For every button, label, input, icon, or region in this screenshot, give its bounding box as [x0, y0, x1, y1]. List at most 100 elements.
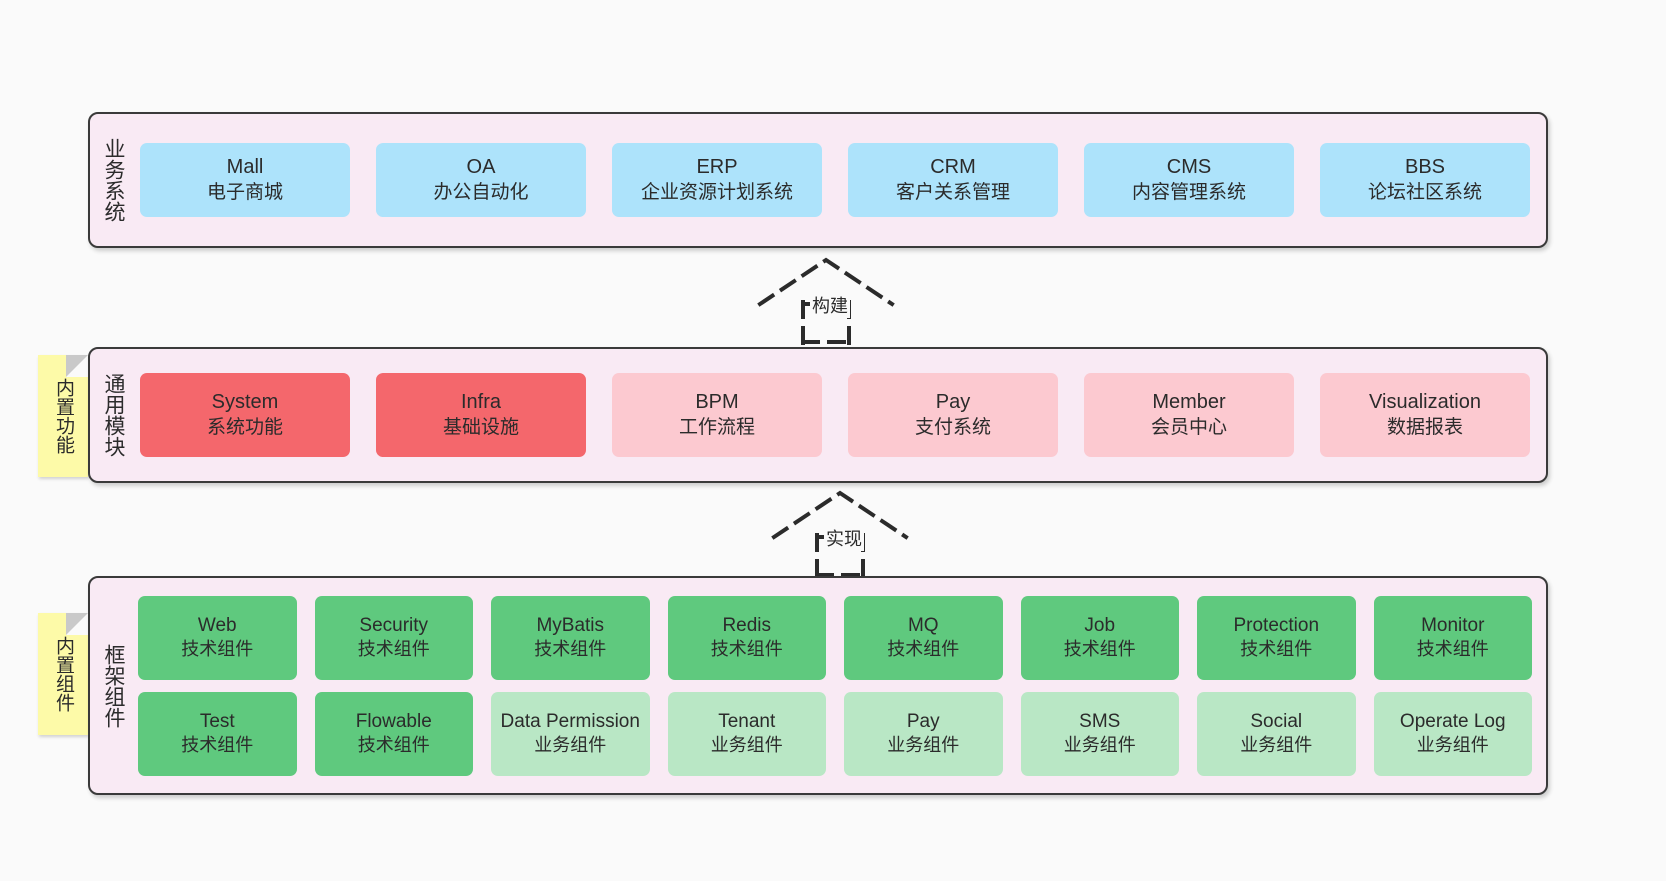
node-title: Member [1152, 391, 1226, 414]
node-member[interactable]: Member 会员中心 [1084, 373, 1294, 457]
node-title: SMS [1079, 710, 1121, 732]
node-sms[interactable]: SMS 业务组件 [1020, 691, 1179, 776]
node-subtitle: 技术组件 [181, 735, 254, 756]
node-subtitle: 业务组件 [1416, 735, 1489, 756]
node-subtitle: 技术组件 [1416, 639, 1489, 660]
node-title: Redis [722, 614, 772, 636]
layer-row: Test 技术组件 Flowable 技术组件 Data Permission … [138, 691, 1532, 776]
node-bpm[interactable]: BPM 工作流程 [612, 373, 822, 457]
node-title: CRM [930, 156, 976, 179]
node-protection[interactable]: Protection 技术组件 [1197, 595, 1356, 680]
layer-framework-components: 框架组件 Web 技术组件 Security 技术组件 MyBatis 技术组件… [88, 576, 1548, 795]
node-title: Tenant [718, 710, 776, 732]
node-security[interactable]: Security 技术组件 [314, 595, 473, 680]
node-subtitle: 技术组件 [1063, 639, 1136, 660]
node-title: Pay [935, 391, 971, 414]
node-title: Data Permission [500, 710, 640, 732]
node-title: CMS [1166, 156, 1212, 179]
node-title: Pay [906, 710, 940, 732]
node-title: Mall [226, 156, 264, 179]
node-title: Flowable [355, 710, 432, 732]
node-mall[interactable]: Mall 电子商城 [140, 143, 350, 217]
node-subtitle: 企业资源计划系统 [640, 181, 793, 203]
node-subtitle: 客户关系管理 [895, 181, 1010, 203]
node-subtitle: 办公自动化 [433, 181, 529, 203]
node-social[interactable]: Social 业务组件 [1197, 691, 1356, 776]
node-subtitle: 技术组件 [710, 639, 783, 660]
layer-title-common: 通用模块 [101, 373, 125, 457]
node-job[interactable]: Job 技术组件 [1020, 595, 1179, 680]
node-title: Test [199, 710, 235, 732]
node-title: MyBatis [536, 614, 605, 636]
node-cms[interactable]: CMS 内容管理系统 [1084, 143, 1294, 217]
node-system[interactable]: System 系统功能 [140, 373, 350, 457]
node-subtitle: 支付系统 [914, 416, 991, 438]
node-title: OA [466, 156, 496, 179]
node-title: System [211, 391, 279, 414]
node-mybatis[interactable]: MyBatis 技术组件 [491, 595, 650, 680]
node-subtitle: 业务组件 [1240, 735, 1313, 756]
node-title: Monitor [1421, 614, 1485, 636]
node-title: BPM [695, 391, 739, 414]
sticky-note-builtin-components: 内置组件 [38, 613, 88, 735]
layer-business-systems: 业务系统 Mall 电子商城 OA 办公自动化 ERP 企业资源计划系统 CRM… [88, 112, 1548, 248]
node-subtitle: 业务组件 [887, 735, 960, 756]
node-monitor[interactable]: Monitor 技术组件 [1373, 595, 1532, 680]
sticky-note-builtin-features: 内置功能 [38, 355, 88, 477]
node-title: BBS [1404, 156, 1446, 179]
node-flowable[interactable]: Flowable 技术组件 [314, 691, 473, 776]
layer-row: System 系统功能 Infra 基础设施 BPM 工作流程 Pay 支付系统… [140, 373, 1530, 457]
node-erp[interactable]: ERP 企业资源计划系统 [612, 143, 822, 217]
node-data-permission[interactable]: Data Permission 业务组件 [491, 691, 650, 776]
node-subtitle: 业务组件 [710, 735, 783, 756]
node-title: Infra [460, 391, 502, 414]
node-title: Operate Log [1399, 710, 1506, 732]
layer-title-framework: 框架组件 [101, 643, 125, 728]
node-subtitle: 业务组件 [534, 735, 607, 756]
node-pay-business[interactable]: Pay 业务组件 [844, 691, 1003, 776]
node-test[interactable]: Test 技术组件 [138, 691, 297, 776]
node-title: Job [1084, 614, 1116, 636]
node-subtitle: 技术组件 [181, 639, 254, 660]
layer-row: Web 技术组件 Security 技术组件 MyBatis 技术组件 Redi… [138, 595, 1532, 680]
connector-realize: 实现 [762, 487, 942, 579]
node-oa[interactable]: OA 办公自动化 [376, 143, 586, 217]
layer-body-common: System 系统功能 Infra 基础设施 BPM 工作流程 Pay 支付系统… [136, 349, 1546, 481]
node-subtitle: 系统功能 [206, 416, 283, 438]
node-subtitle: 电子商城 [206, 181, 283, 203]
node-title: MQ [907, 614, 939, 636]
layer-title-business: 业务系统 [101, 138, 125, 222]
node-redis[interactable]: Redis 技术组件 [667, 595, 826, 680]
layer-body-framework: Web 技术组件 Security 技术组件 MyBatis 技术组件 Redi… [136, 578, 1546, 793]
node-mq[interactable]: MQ 技术组件 [844, 595, 1003, 680]
node-title: Security [359, 614, 429, 636]
node-title: Social [1250, 710, 1303, 732]
node-subtitle: 会员中心 [1150, 416, 1227, 438]
node-subtitle: 内容管理系统 [1131, 181, 1246, 203]
node-title: ERP [696, 156, 738, 179]
node-subtitle: 技术组件 [887, 639, 960, 660]
node-subtitle: 基础设施 [442, 416, 519, 438]
connector-build: 构建 [748, 254, 928, 346]
node-title: Protection [1233, 614, 1320, 636]
connector-label-realize: 实现 [824, 525, 864, 551]
node-tenant[interactable]: Tenant 业务组件 [667, 691, 826, 776]
node-subtitle: 论坛社区系统 [1367, 181, 1482, 203]
node-infra[interactable]: Infra 基础设施 [376, 373, 586, 457]
node-visualization[interactable]: Visualization 数据报表 [1320, 373, 1530, 457]
node-subtitle: 工作流程 [678, 416, 755, 438]
node-pay[interactable]: Pay 支付系统 [848, 373, 1058, 457]
layer-row: Mall 电子商城 OA 办公自动化 ERP 企业资源计划系统 CRM 客户关系… [140, 143, 1530, 217]
node-subtitle: 技术组件 [357, 735, 430, 756]
node-operate-log[interactable]: Operate Log 业务组件 [1373, 691, 1532, 776]
node-subtitle: 业务组件 [1063, 735, 1136, 756]
node-subtitle: 技术组件 [1240, 639, 1313, 660]
node-web[interactable]: Web 技术组件 [138, 595, 297, 680]
connector-label-build: 构建 [810, 292, 850, 318]
node-bbs[interactable]: BBS 论坛社区系统 [1320, 143, 1530, 217]
node-subtitle: 技术组件 [357, 639, 430, 660]
node-crm[interactable]: CRM 客户关系管理 [848, 143, 1058, 217]
node-title: Web [197, 614, 237, 636]
layer-common-modules: 通用模块 System 系统功能 Infra 基础设施 BPM 工作流程 Pay… [88, 347, 1548, 483]
